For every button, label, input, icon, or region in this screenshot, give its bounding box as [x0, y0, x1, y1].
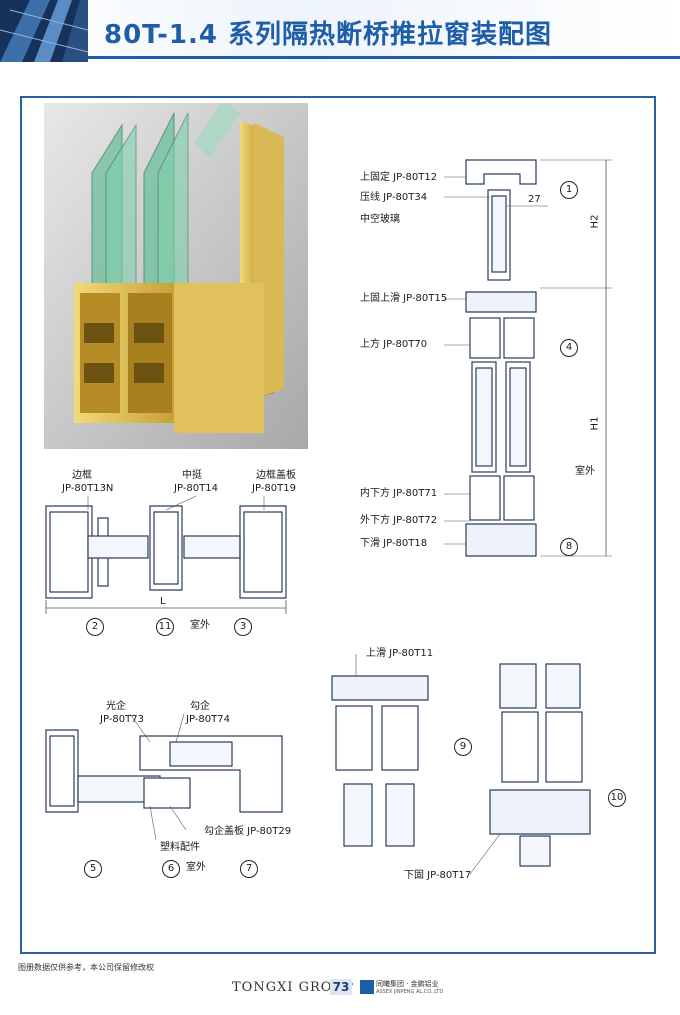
callout-4: 4: [560, 339, 578, 357]
label-center-code: JP-80T14: [174, 483, 218, 494]
callout-6: 6: [162, 860, 180, 878]
content-frame: [20, 96, 656, 954]
label-cover: 边框盖板: [256, 470, 296, 481]
label-t34: 压线 JP-80T34: [360, 192, 428, 203]
footer-note: 图册数据仅供参考，本公司保留修改权: [18, 963, 154, 972]
callout-9: 9: [454, 738, 472, 756]
callout-8: 8: [560, 538, 578, 556]
label-hook-code: JP-80T74: [186, 714, 230, 725]
label-t70: 上方 JP-80T70: [360, 339, 428, 350]
label-plastic: 塑料配件: [160, 842, 200, 853]
label-frame: 边框: [72, 470, 92, 481]
label-outdoor-bottom: 室外: [186, 862, 206, 873]
label-hook-cover: 勾企盖板 JP-80T29: [204, 826, 292, 837]
building-photo: [0, 0, 88, 62]
label-hook: 勾企: [190, 701, 210, 712]
page-title: 80T-1.4 系列隔热断桥推拉窗装配图: [104, 20, 552, 50]
header-rule: [88, 56, 680, 59]
label-t15: 上固上滑 JP-80T15: [360, 293, 448, 304]
callout-11: 11: [156, 618, 174, 636]
label-frame-code: JP-80T13N: [62, 483, 114, 494]
callout-1: 1: [560, 181, 578, 199]
company-logo-icon: [360, 980, 374, 994]
product-3d-render: [44, 98, 308, 449]
label-t17: 下固 JP-80T17: [404, 870, 472, 881]
callout-5: 5: [84, 860, 102, 878]
label-L: L: [160, 596, 166, 607]
dim-h2: H2: [589, 214, 601, 229]
label-t18: 下滑 JP-80T18: [360, 538, 428, 549]
label-light-code: JP-80T73: [100, 714, 144, 725]
label-t12: 上固定 JP-80T12: [360, 172, 438, 183]
callout-2: 2: [86, 618, 104, 636]
page-number: 73: [330, 979, 352, 995]
label-cover-code: JP-80T19: [252, 483, 296, 494]
header-bar: 80T-1.4 系列隔热断桥推拉窗装配图: [0, 0, 680, 62]
label-t11: 上滑 JP-80T11: [366, 648, 434, 659]
company-name-cn: 同曦集团 · 金鹏铝业: [376, 980, 439, 988]
callout-3: 3: [234, 618, 252, 636]
label-outdoor-mid: 室外: [190, 620, 210, 631]
label-t71: 内下方 JP-80T71: [360, 488, 438, 499]
brand-name: TONGXI GROUP: [232, 980, 355, 995]
label-outdoor-right: 室外: [575, 466, 595, 477]
company-name-en: ASSEX JINPENG AL.CO.,LTD: [376, 989, 444, 995]
label-t72: 外下方 JP-80T72: [360, 515, 438, 526]
label-glass: 中空玻璃: [360, 214, 400, 225]
dim-27: 27: [528, 194, 541, 205]
label-center: 中挺: [182, 470, 202, 481]
label-light: 光企: [106, 701, 126, 712]
dim-h1: H1: [589, 416, 601, 431]
callout-10: 10: [608, 789, 626, 807]
callout-7: 7: [240, 860, 258, 878]
